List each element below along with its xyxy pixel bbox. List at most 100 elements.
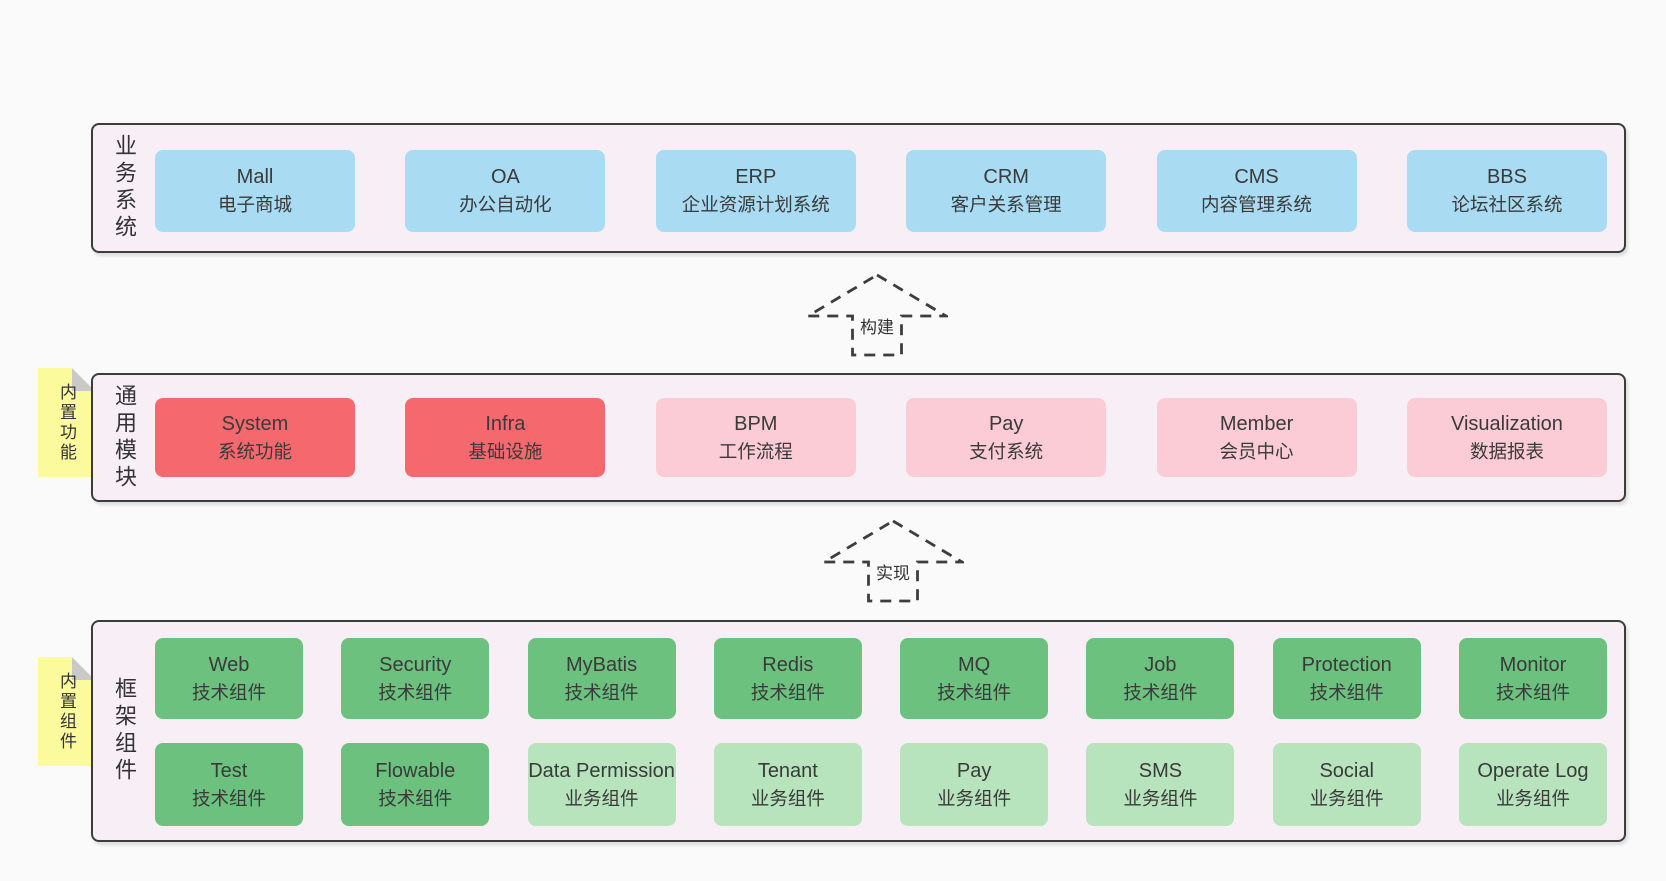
- up-arrow-icon: [822, 519, 964, 603]
- box-social: Social 业务组件: [1272, 743, 1421, 826]
- business-boxes-row: Mall 电子商城 OA 办公自动化 ERP 企业资源计划系统 CRM 客户关系…: [155, 150, 1607, 232]
- implement-arrow-label: 实现: [872, 559, 914, 584]
- box-mall: Mall 电子商城: [155, 150, 355, 232]
- note-label: 内置功能: [57, 382, 76, 463]
- box-subtitle: 数据报表: [1469, 440, 1544, 462]
- box-subtitle: 技术组件: [378, 681, 453, 703]
- box-security: Security 技术组件: [341, 638, 490, 719]
- box-bbs: BBS 论坛社区系统: [1406, 150, 1607, 232]
- box-bpm: BPM 工作流程: [655, 398, 856, 477]
- box-title: Member: [1219, 412, 1294, 435]
- box-title: ERP: [735, 166, 777, 188]
- box-test: Test 技术组件: [155, 743, 303, 826]
- box-pay-component: Pay 业务组件: [900, 743, 1049, 826]
- box-subtitle: 技术组件: [1495, 681, 1570, 703]
- box-subtitle: 技术组件: [564, 681, 639, 703]
- box-subtitle: 会员中心: [1219, 440, 1294, 462]
- box-title: MQ: [958, 653, 991, 676]
- up-arrow-icon: [806, 273, 948, 357]
- box-system: System 系统功能: [155, 398, 355, 477]
- box-subtitle: 支付系统: [969, 440, 1044, 462]
- box-web: Web 技术组件: [155, 638, 303, 719]
- box-title: Monitor: [1499, 653, 1567, 676]
- box-redis: Redis 技术组件: [713, 638, 862, 719]
- layer-label: 通用模块: [112, 383, 137, 492]
- box-title: Job: [1144, 653, 1177, 676]
- box-tenant: Tenant 业务组件: [713, 743, 862, 826]
- box-title: Pay: [988, 412, 1024, 435]
- box-member: Member 会员中心: [1156, 398, 1357, 477]
- box-subtitle: 技术组件: [1309, 681, 1384, 703]
- box-subtitle: 办公自动化: [459, 194, 552, 215]
- layer-business-systems: 业务系统 Mall 电子商城 OA 办公自动化 ERP 企业资源计划系统 CRM…: [91, 123, 1626, 253]
- box-protection: Protection 技术组件: [1272, 638, 1421, 719]
- box-title: System: [221, 412, 289, 435]
- box-title: MyBatis: [566, 653, 638, 676]
- box-title: BPM: [734, 412, 778, 435]
- module-boxes-row: System 系统功能 Infra 基础设施 BPM 工作流程 Pay 支付系统…: [155, 398, 1607, 477]
- box-job: Job 技术组件: [1086, 638, 1235, 719]
- box-title: Operate Log: [1477, 759, 1589, 782]
- box-title: BBS: [1486, 166, 1527, 188]
- box-title: Flowable: [375, 759, 456, 782]
- box-title: SMS: [1138, 759, 1183, 782]
- box-cms: CMS 内容管理系统: [1156, 150, 1357, 232]
- box-title: CRM: [983, 166, 1029, 188]
- box-sms: SMS 业务组件: [1086, 743, 1235, 826]
- box-subtitle: 业务组件: [1123, 787, 1198, 809]
- box-subtitle: 技术组件: [1123, 681, 1198, 703]
- box-erp: ERP 企业资源计划系统: [655, 150, 856, 232]
- box-operate-log: Operate Log 业务组件: [1458, 743, 1607, 826]
- box-monitor: Monitor 技术组件: [1458, 638, 1607, 719]
- box-mq: MQ 技术组件: [900, 638, 1049, 719]
- box-subtitle: 企业资源计划系统: [681, 194, 830, 215]
- box-subtitle: 客户关系管理: [950, 194, 1062, 215]
- box-title: Redis: [762, 653, 814, 676]
- box-title: Social: [1319, 759, 1374, 782]
- box-subtitle: 工作流程: [718, 440, 793, 462]
- box-subtitle: 内容管理系统: [1201, 194, 1313, 215]
- implement-arrow: 实现: [822, 518, 964, 604]
- box-subtitle: 技术组件: [191, 787, 266, 809]
- sticky-note-built-in-components: 内置组件: [38, 657, 95, 766]
- box-title: Mall: [236, 166, 274, 188]
- box-visualization: Visualization 数据报表: [1406, 398, 1607, 477]
- box-title: OA: [490, 166, 520, 188]
- box-crm: CRM 客户关系管理: [906, 150, 1107, 232]
- box-subtitle: 业务组件: [1495, 787, 1570, 809]
- box-pay-module: Pay 支付系统: [906, 398, 1107, 477]
- box-subtitle: 论坛社区系统: [1451, 194, 1563, 215]
- box-title: Tenant: [757, 759, 818, 782]
- box-subtitle: 业务组件: [937, 787, 1012, 809]
- box-title: Test: [210, 759, 248, 782]
- box-title: Visualization: [1450, 412, 1563, 435]
- box-subtitle: 技术组件: [937, 681, 1012, 703]
- box-title: Pay: [956, 759, 992, 782]
- box-title: Infra: [485, 412, 526, 435]
- box-data-permission: Data Permission 业务组件: [527, 743, 676, 826]
- box-subtitle: 业务组件: [1309, 787, 1384, 809]
- box-subtitle: 技术组件: [378, 787, 453, 809]
- box-mybatis: MyBatis 技术组件: [527, 638, 676, 719]
- layer-label: 业务系统: [112, 134, 137, 242]
- box-title: Web: [208, 653, 250, 676]
- box-subtitle: 技术组件: [750, 681, 825, 703]
- component-boxes-row-2: Test 技术组件 Flowable 技术组件 Data Permission …: [155, 743, 1607, 826]
- box-oa: OA 办公自动化: [405, 150, 606, 232]
- box-subtitle: 系统功能: [217, 440, 292, 462]
- box-title: CMS: [1234, 166, 1279, 188]
- box-flowable: Flowable 技术组件: [341, 743, 490, 826]
- box-infra: Infra 基础设施: [405, 398, 606, 477]
- layer-framework-components: 框架组件 Web 技术组件 Security 技术组件 MyBatis 技术组件…: [91, 620, 1626, 842]
- box-subtitle: 基础设施: [468, 440, 543, 462]
- layer-label: 框架组件: [112, 677, 137, 785]
- box-subtitle: 业务组件: [564, 787, 639, 809]
- box-title: Protection: [1301, 653, 1392, 676]
- box-title: Data Permission: [528, 759, 675, 782]
- box-subtitle: 电子商城: [217, 194, 292, 215]
- component-boxes-row-1: Web 技术组件 Security 技术组件 MyBatis 技术组件 Redi…: [155, 638, 1607, 719]
- box-subtitle: 技术组件: [191, 681, 266, 703]
- build-arrow: 构建: [806, 272, 948, 358]
- build-arrow-label: 构建: [856, 313, 898, 338]
